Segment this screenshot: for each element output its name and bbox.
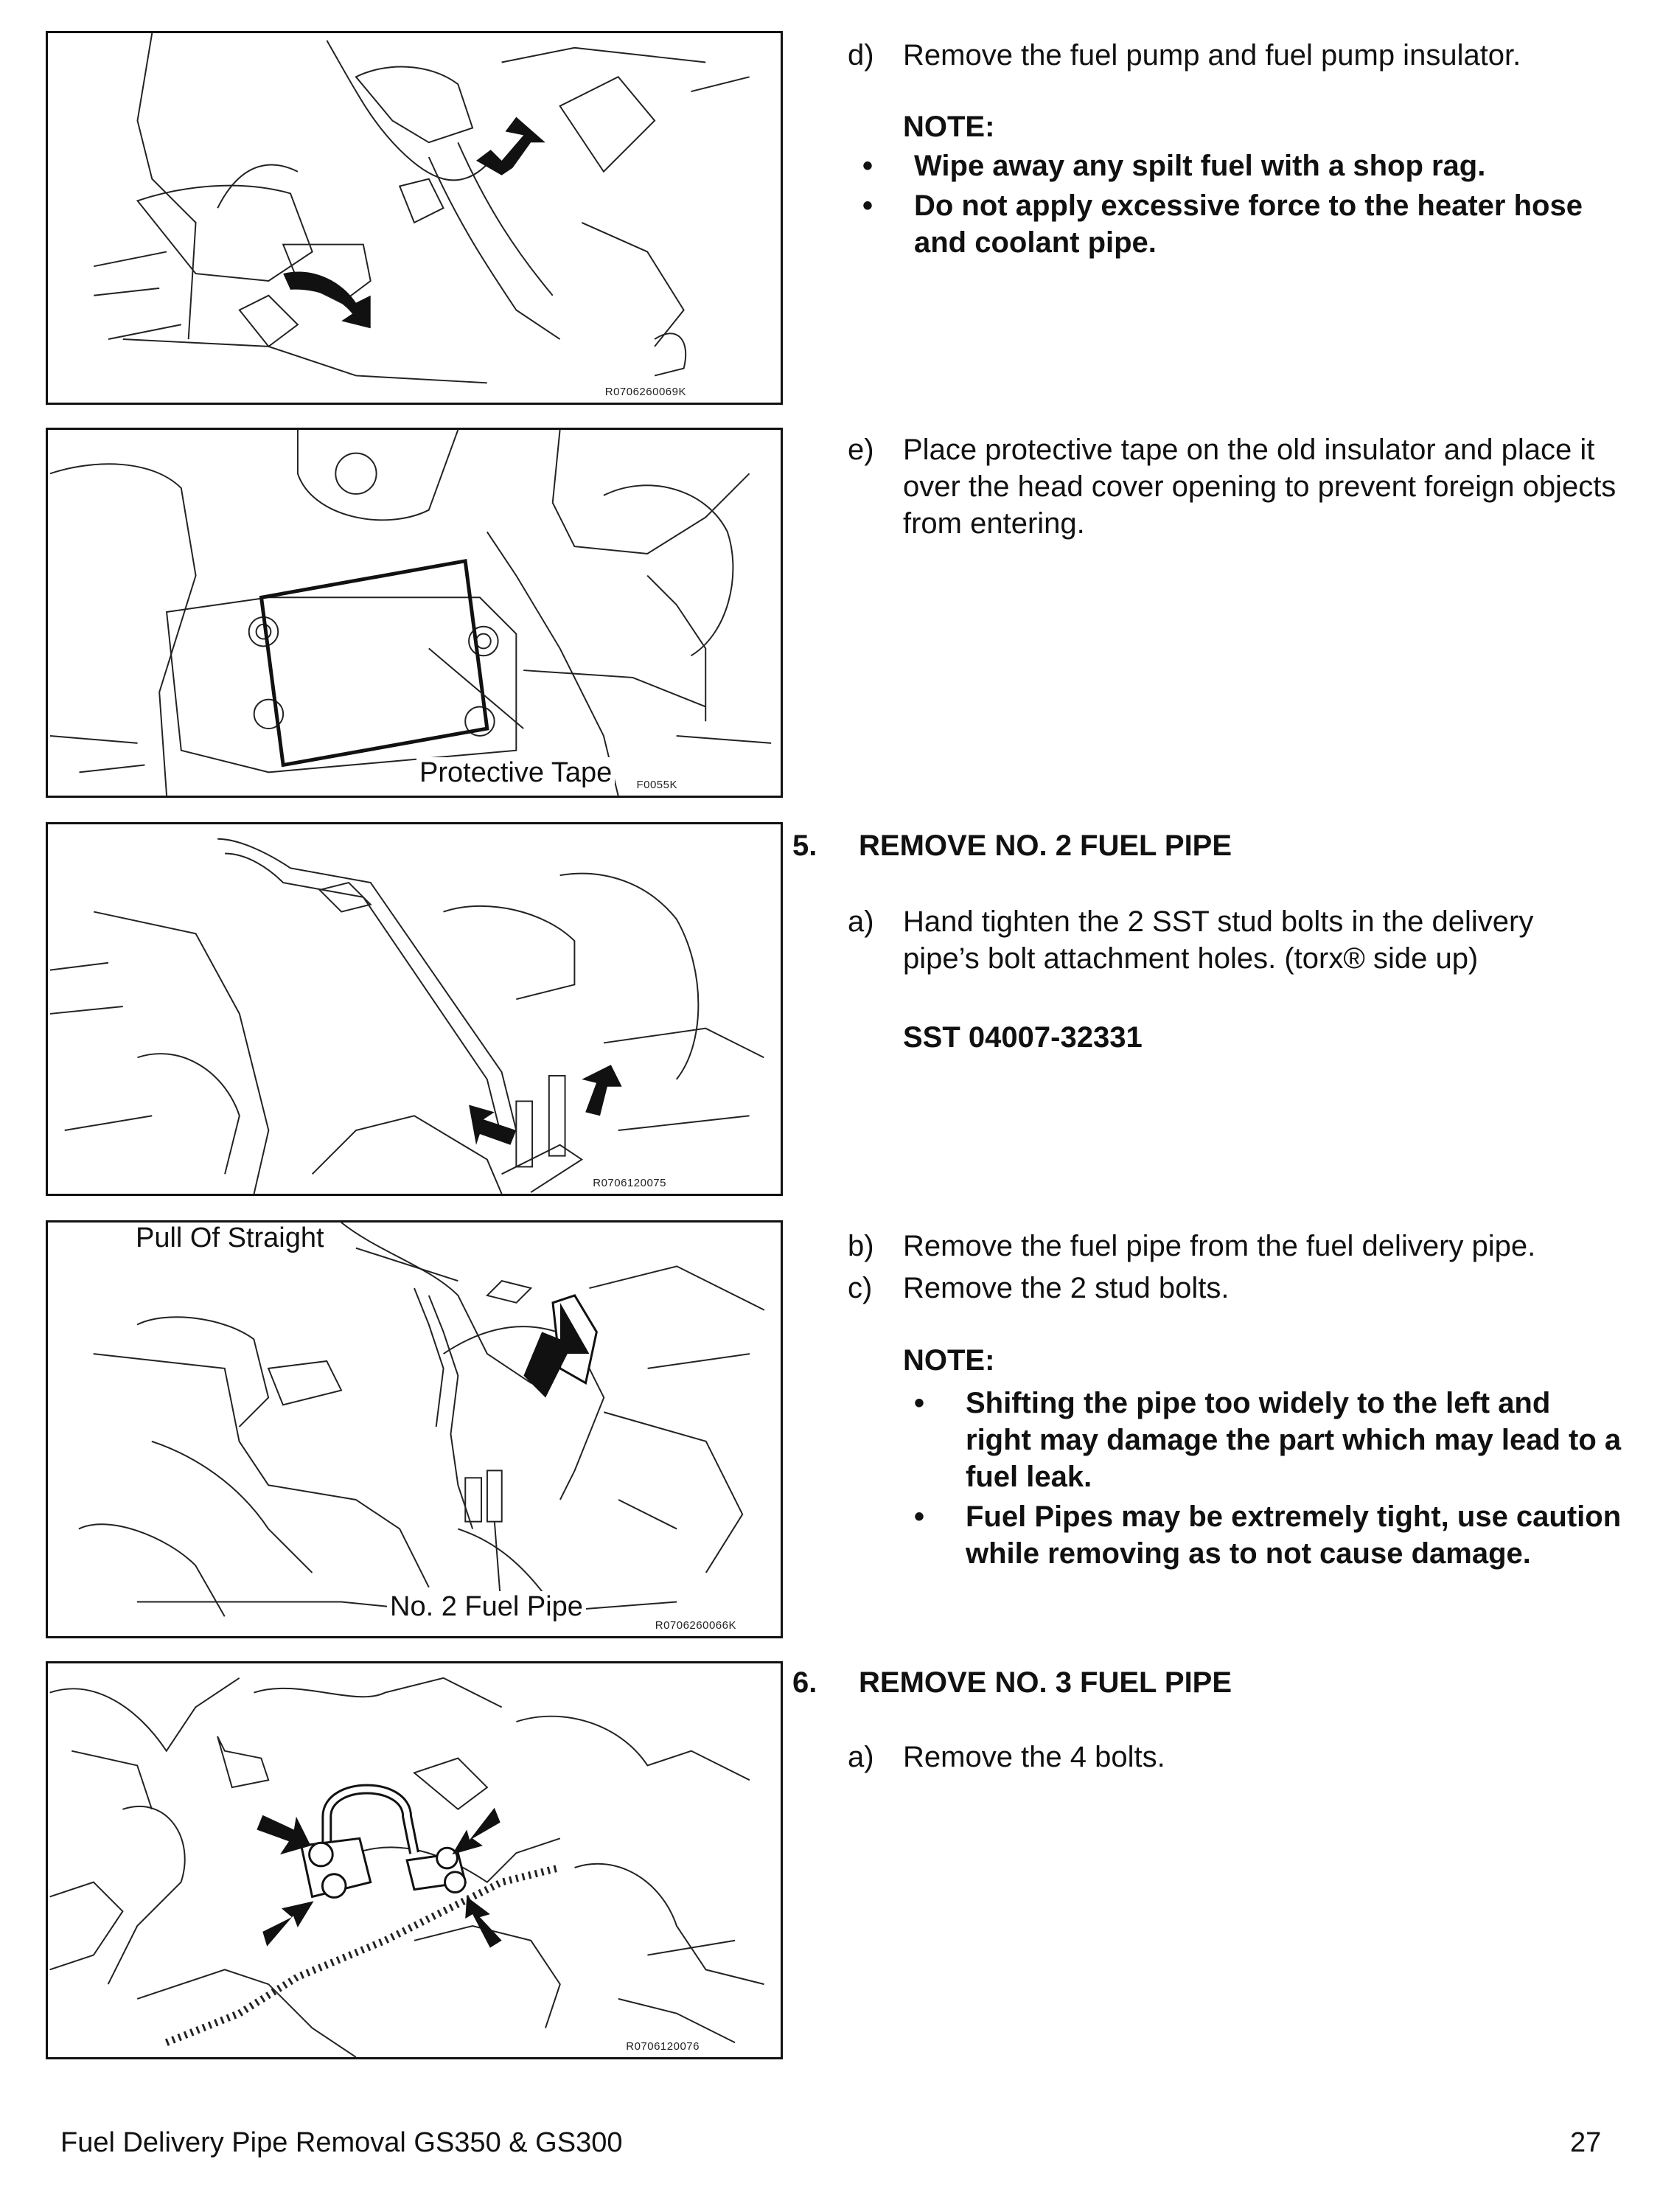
step-letter: b) bbox=[848, 1230, 874, 1262]
note-list: Wipe away any spilt fuel with a shop rag… bbox=[862, 147, 1600, 264]
step-text: Remove the fuel pipe from the fuel deliv… bbox=[903, 1230, 1536, 1262]
step-text: Hand tighten the 2 SST stud bolts in the… bbox=[903, 905, 1534, 975]
section-number: 6. bbox=[792, 1666, 817, 1699]
step-text: Remove the 2 stud bolts. bbox=[903, 1272, 1230, 1304]
section-title: REMOVE NO. 3 FUEL PIPE bbox=[859, 1666, 1232, 1699]
step-text: Remove the 4 bolts. bbox=[903, 1741, 1165, 1773]
figure-sst-stud-bolts: R0706120075 bbox=[46, 822, 783, 1196]
protective-tape-illustration bbox=[49, 430, 772, 796]
page-number: 27 bbox=[1570, 2127, 1602, 2158]
protective-tape-callout: Protective Tape bbox=[416, 757, 615, 789]
note-label: NOTE: bbox=[903, 111, 995, 143]
figure-code: R0706260069K bbox=[604, 386, 686, 398]
section-number: 5. bbox=[792, 830, 817, 862]
figure-no2-fuel-pipe: Pull Of Straight No. 2 Fuel Pipe R070626… bbox=[46, 1220, 783, 1638]
note-item: Shifting the pipe too widely to the left… bbox=[914, 1385, 1622, 1495]
pull-straight-callout: Pull Of Straight bbox=[133, 1222, 327, 1254]
section-title: REMOVE NO. 2 FUEL PIPE bbox=[859, 830, 1232, 862]
note-item: Do not apply excessive force to the heat… bbox=[862, 187, 1600, 261]
step-text: Remove the fuel pump and fuel pump insul… bbox=[903, 39, 1521, 72]
step-text: Place protective tape on the old insulat… bbox=[903, 434, 1617, 540]
figure-code: R0706120076 bbox=[626, 2040, 700, 2053]
figure-code: F0055K bbox=[636, 779, 677, 791]
step-letter: d) bbox=[848, 39, 874, 72]
note-list: Shifting the pipe too widely to the left… bbox=[914, 1385, 1622, 1575]
figure-protective-tape: Protective Tape F0055K bbox=[46, 428, 783, 798]
note-item: Wipe away any spilt fuel with a shop rag… bbox=[862, 147, 1600, 184]
figure-code: R0706120075 bbox=[593, 1177, 666, 1189]
no3-fuel-pipe-illustration bbox=[49, 1677, 764, 2057]
note-item: Fuel Pipes may be extremely tight, use c… bbox=[914, 1498, 1622, 1572]
step-letter: a) bbox=[848, 905, 874, 938]
step-letter: c) bbox=[848, 1272, 873, 1304]
figure-code: R0706260066K bbox=[655, 1619, 736, 1632]
step-letter: e) bbox=[848, 434, 874, 466]
figure-no3-fuel-pipe: R0706120076 bbox=[46, 1661, 783, 2059]
figure-fuel-pump-removal: R0706260069K bbox=[46, 31, 783, 405]
fuel-pump-illustration bbox=[94, 33, 750, 384]
no2-fuel-pipe-callout: No. 2 Fuel Pipe bbox=[387, 1591, 586, 1623]
note-label: NOTE: bbox=[903, 1344, 995, 1377]
step-letter: a) bbox=[848, 1741, 874, 1773]
no2-fuel-pipe-illustration bbox=[78, 1222, 765, 1618]
stud-bolts-illustration bbox=[49, 838, 764, 1194]
sst-number: SST 04007-32331 bbox=[903, 1021, 1143, 1054]
footer-title: Fuel Delivery Pipe Removal GS350 & GS300 bbox=[60, 2127, 623, 2158]
